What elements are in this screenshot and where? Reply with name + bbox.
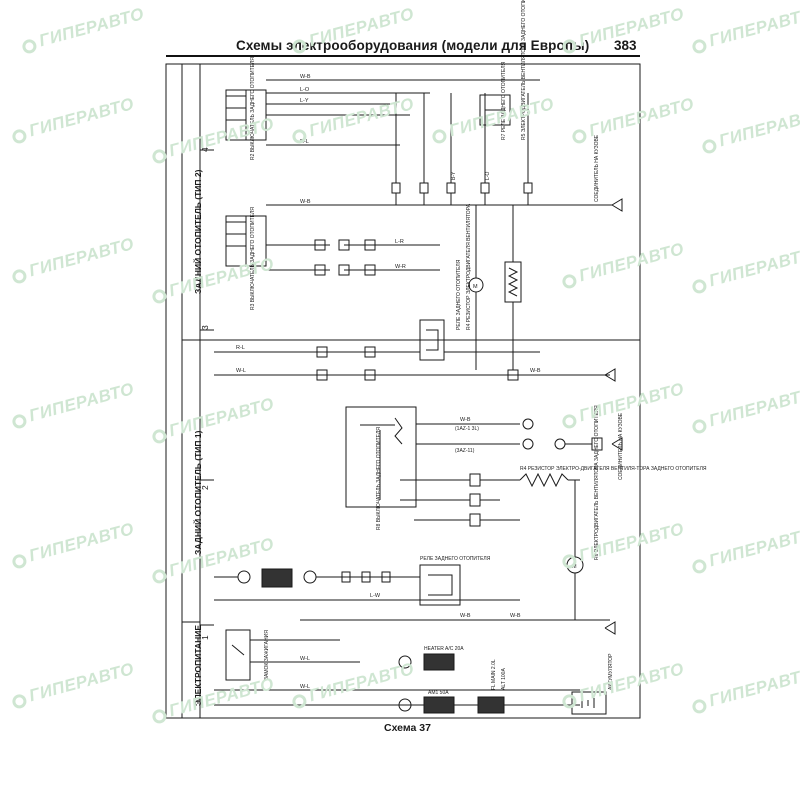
connector-pin [507,369,519,381]
wire-label-w-l: W-L [236,368,246,374]
connector-pin [361,571,371,583]
label-r2-switch: R2 ВЫКЛЮЧАТЕЛЬ ЗАДНЕГО ОТОПИТЕЛЯ [250,57,256,160]
ground-symbol-4 [604,621,616,635]
diagram-caption: Схема 37 [384,722,431,734]
label-connectors: СОЕДИНИТЕЛЬ НА КУЗОВЕ [594,134,600,202]
wire-label-w-b: W-B [300,74,311,80]
label-fuse-heater: HEATER A/C 20A [424,646,464,652]
label-relay-heater: РЕЛЕ ЗАДНЕГО ОТОПИТЕЛЯ [456,259,462,330]
label-battery: АККУМУЛЯТОР [608,653,614,690]
connector-round [237,570,251,584]
label-r7-relay: R7 РЕЛЕ ЗАДНЕГО ОТОПИТЕЛЯ [501,62,507,140]
switch-resistor [394,417,403,445]
relay-coil-2 [428,574,453,596]
relay-heater-box [419,319,445,361]
connector-pin [469,473,481,487]
connector-round [303,570,317,584]
label-r5-motor: R5 ЭЛЕКТРОДВИГАТЕЛЬ ВЕНТИЛЯТОРА ЗАДНЕГО … [521,0,527,140]
fuse-round [398,698,412,712]
page-number: 383 [614,38,637,53]
fuse-round [398,655,412,669]
motor-r5-glyph: M [473,284,478,290]
label-relay-heater-2: РЕЛЕ ЗАДНЕГО ОТОПИТЕЛЯ [420,556,491,562]
connector-pin [523,182,533,194]
motor-r6-glyph: M [572,564,577,570]
label-r4-resistor-t2: R4 РЕЗИСТОР ЭЛЕКТРОДВИГАТЕЛЯ ВЕНТИЛЯТОРА [466,203,472,330]
label-r3-switch: R3 ВЫКЛЮЧАТЕЛЬ ЗАДНЕГО ОТОПИТЕЛЯ [250,207,256,310]
wire-label-l-o-2: L-O [485,172,491,180]
connector-pin [364,346,376,358]
connector-pin [316,346,328,358]
relay-r7-box [419,564,461,606]
subsection-number-4: 4 [200,147,210,152]
label-r6-motor: R6 ЭЛЕКТРОДВИГАТЕЛЬ ВЕНТИЛЯТОРА ЗАДНЕГО … [594,405,600,560]
connector-pin [314,264,326,276]
resistor-zigzag [507,267,519,297]
ground-symbol-2 [604,368,616,382]
wire-label-l-o: L-O [300,87,310,93]
label-ignition: ЗАМОК ЗАЖИГАНИЯ [264,630,270,680]
connector-pin [419,182,429,194]
wire-label-b-y: B-Y [451,171,457,180]
wire-label-w-l-3: W-L [300,684,310,690]
wire-label-r-l-2: R-L [236,345,245,351]
connector-pin [381,571,391,583]
label-r4-resistor-t1: R4 РЕЗИСТОР ЭЛЕКТРО-ДВИГАТЕЛЯ ВЕНТИЛЯ-ТО… [520,466,707,472]
ignition-contact [231,644,245,656]
switch-r8-box [345,406,417,508]
battery-box [571,691,607,715]
connector-round [554,438,566,450]
label-variant-3: (3AZ-11) [455,448,475,454]
fuse-heater-block [423,653,455,671]
wire-label-r-l: R-L [300,139,309,145]
relay-coil [426,329,439,351]
fuse-am1-block [423,696,455,714]
wire-label-w-b-4: W-B [460,613,471,619]
connector-round [522,418,534,430]
diagram-frame [165,63,641,719]
wire-label-w-b-2: W-B [300,199,311,205]
relay-r5-box [479,94,511,126]
wire-label-l-y: L-Y [300,98,309,104]
label-fuse-am1: AM1 50A [428,690,449,696]
wire-label-l-w: L-W [370,593,381,599]
label-variant-2: (1AZ-1 3L) [455,426,479,432]
subsection-number-3: 3 [200,325,210,330]
header-rule [166,55,640,57]
connector-pin [446,182,456,194]
connector-round [522,438,534,450]
label-r8-switch: R8 ВЫКЛЮЧАТЕЛЬ ЗАДНЕГО ОТОПИТЕЛЯ [376,427,382,530]
connector-pin [316,369,328,381]
ignition-switch-box [225,629,251,681]
wire-label-w-l-2: W-L [300,656,310,662]
wire-label-w-b-3: W-B [530,368,541,374]
subsection-number-2: 2 [200,485,210,490]
wire-label-w-r: W-R [395,264,406,270]
wire-label-w-b-5: W-B [510,613,521,619]
wire-label-w-b-t1: W-B [460,417,471,423]
page-title: Схемы электрооборудования (модели для Ев… [236,38,590,53]
fuse-main-block [477,696,505,714]
connector-pin [314,239,326,251]
label-fuse-main: FL MAIN 2.0L [491,659,497,690]
connector-pin [480,182,490,194]
connector-square [591,437,603,451]
label-connectors-2: СОЕДИНИТЕЛЬ НА КУЗОВЕ [618,412,624,480]
fuse-block-dark [261,568,293,588]
connector-pin [469,493,481,507]
subsection-number-1: 1 [200,635,210,640]
ground-symbol-1 [611,198,623,212]
section-label-rear-heater-type1: ЗАДНИЙ ОТОПИТЕЛЬ (ТИП 1) [193,430,203,555]
label-fuse-alt: ALT 100A [501,668,507,690]
connector-pin [341,571,351,583]
connector-pin [391,182,401,194]
connector-pin [364,369,376,381]
ground-symbol-3 [611,437,623,451]
connector-pin [469,513,481,527]
resistor-r4-t1 [519,472,569,488]
wire-label-l-r: L-R [395,239,404,245]
section-label-rear-heater-type2: ЗАДНИЙ ОТОПИТЕЛЬ (ТИП 2) [193,169,203,294]
